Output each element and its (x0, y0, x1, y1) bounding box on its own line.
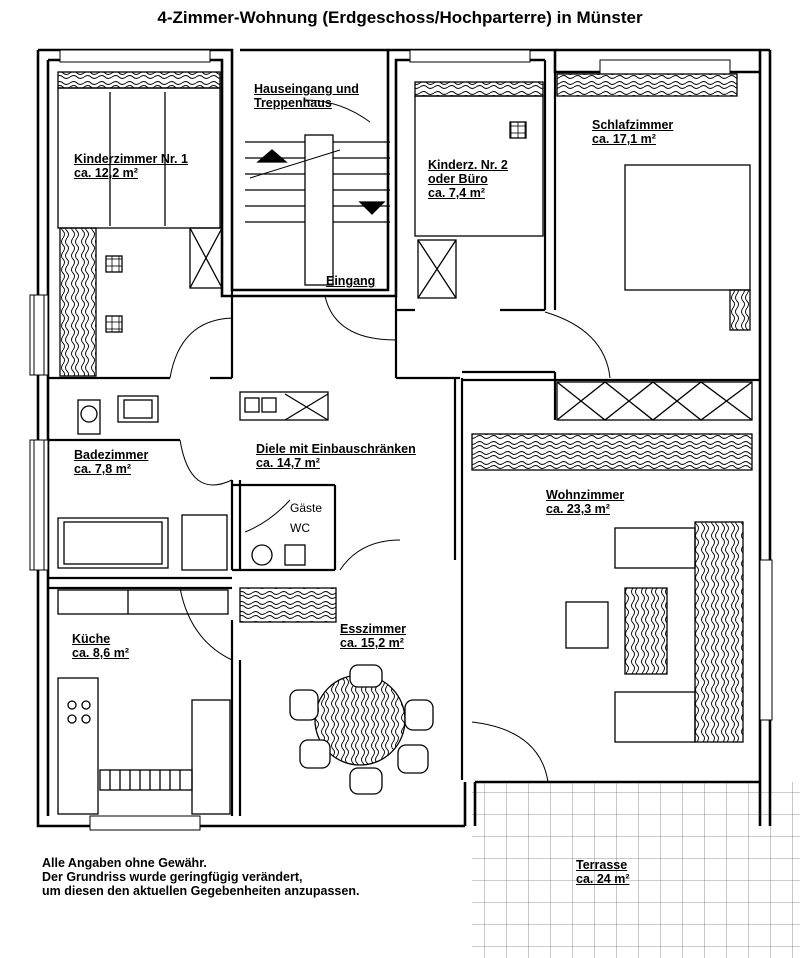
bad-fixtures (57, 395, 228, 571)
label-wohnzimmer: Wohnzimmer ca. 23,3 m² (546, 488, 625, 516)
label-hauseingang: Hauseingang und Treppenhaus (254, 82, 359, 110)
label-badezimmer: Badezimmer ca. 7,8 m² (74, 448, 149, 476)
plan-title: 4-Zimmer-Wohnung (Erdgeschoss/Hochparter… (157, 8, 643, 27)
door-swings (169, 295, 611, 783)
windows (29, 49, 773, 831)
label-kueche: Küche ca. 8,6 m² (72, 632, 129, 660)
kinderzimmer1-furniture (57, 71, 223, 377)
kueche-fixtures (57, 589, 231, 815)
staircase (245, 99, 390, 286)
label-kinderzimmer1: Kinderzimmer Nr. 1 ca. 12,2 m² (74, 152, 188, 180)
interior-walls (48, 60, 760, 816)
diele-wardrobes (239, 391, 337, 623)
label-gaeste-wc: Gäste WC (290, 501, 323, 535)
terrace-area (472, 782, 800, 958)
wohnzimmer-furniture (471, 433, 753, 743)
dining-table (289, 664, 434, 795)
wc-fixtures (244, 499, 306, 566)
label-diele: Diele mit Einbauschränken ca. 14,7 m² (256, 442, 416, 470)
disclaimer: Alle Angaben ohne Gewähr. Der Grundriss … (42, 856, 360, 898)
label-esszimmer: Esszimmer ca. 15,2 m² (340, 622, 407, 650)
label-schlafzimmer: Schlafzimmer ca. 17,1 m² (592, 118, 674, 146)
kinderzimmer2-furniture (414, 81, 544, 299)
label-eingang: Eingang (326, 274, 376, 288)
label-kinderzimmer2: Kinderz. Nr. 2 oder Büro ca. 7,4 m² (428, 158, 508, 200)
label-terrasse: Terrasse ca. 24 m² (576, 858, 630, 886)
schlafzimmer-furniture (556, 73, 753, 421)
